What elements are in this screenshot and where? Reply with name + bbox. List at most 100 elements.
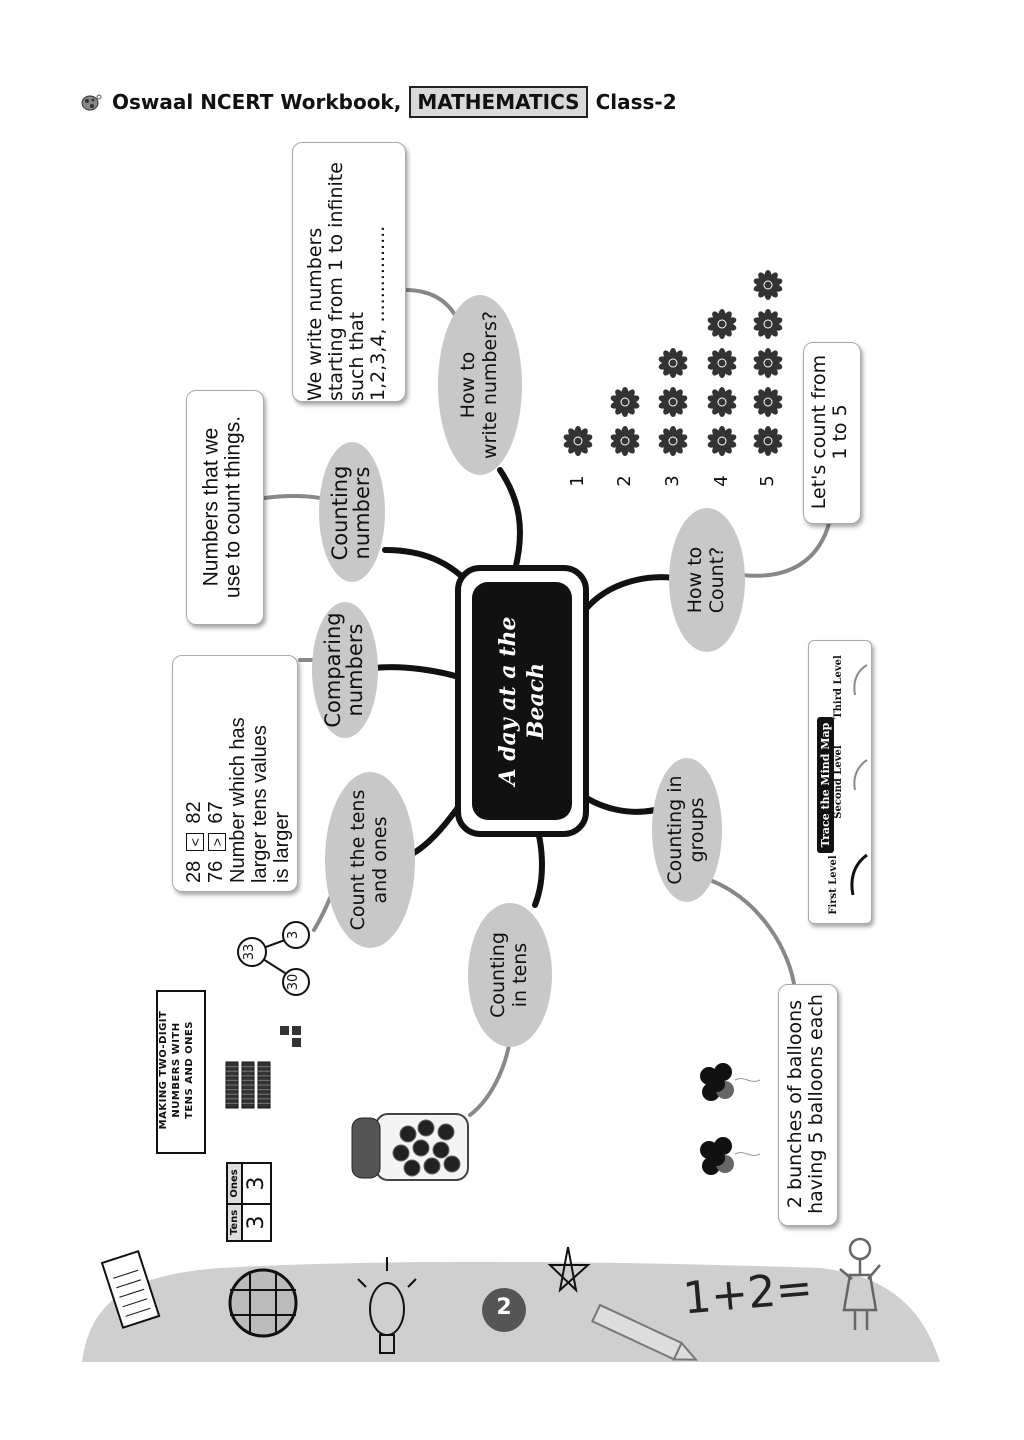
tree-root: 33 (242, 943, 257, 961)
oval-counting-numbers (319, 442, 385, 582)
label-line: Count? (706, 546, 728, 614)
tens-ones-table: Tens Ones 3 3 (226, 1162, 280, 1242)
note-count-1-5: Let's count from 1 to 5 (808, 342, 853, 522)
note-line: such that (346, 311, 368, 401)
page-number-badge (482, 1288, 526, 1332)
label-counting-numbers: Counting numbers (328, 443, 375, 583)
balloon-bunch (700, 1137, 761, 1175)
sign-line: NUMBERS WITH (171, 1022, 182, 1118)
center-node-inner (472, 582, 572, 820)
center-title: A day at a the Beach (494, 601, 550, 801)
label-line: Counting in (664, 775, 686, 885)
sign-line: TENS AND ONES (184, 1021, 195, 1119)
branch-how-to-count (582, 574, 678, 613)
ones-cube (292, 1038, 301, 1047)
label-how-to-count: How to Count? (684, 510, 730, 650)
note-box-count-1-5 (803, 342, 861, 524)
flower-icon (658, 426, 688, 456)
flower-icon (753, 309, 783, 339)
oval-comparing (312, 602, 378, 738)
flower-icon (753, 387, 783, 417)
first-level-stroke (850, 853, 868, 896)
label-line: in tens (509, 942, 531, 1008)
flower-icon (707, 387, 737, 417)
oval-counting-groups (652, 758, 722, 902)
count-number-label: 5 (757, 475, 778, 487)
note-line: having 5 balloons each (805, 994, 827, 1214)
note-line: We write numbers (304, 227, 326, 401)
branch-how-to-write (497, 467, 523, 573)
number-tree (237, 921, 310, 996)
lightbulb-icon (357, 1257, 417, 1354)
brand-title: Oswaal NCERT Workbook, (112, 90, 402, 114)
compare-row-2: 76 > 67 (205, 661, 227, 883)
note-comparing: 28 < 82 76 > 67 Number which has larger … (183, 661, 293, 883)
ones-cube (292, 1026, 301, 1035)
flower-icon (610, 387, 640, 417)
connector-jar (468, 1038, 512, 1117)
label-line: How to (684, 546, 706, 614)
compare-value: 82 (183, 801, 205, 824)
class-label: Class-2 (595, 90, 677, 114)
tree-left: 30 (286, 973, 301, 991)
label-line: Comparing (321, 612, 345, 728)
connector-count-note (740, 518, 832, 578)
flower-icon (707, 309, 737, 339)
label-line: write numbers? (479, 311, 501, 459)
label-line: Counting (328, 465, 352, 561)
note-line: is larger (271, 811, 293, 883)
note-line: Numbers that we (199, 427, 223, 587)
legend-first: First Level (828, 855, 839, 915)
label-counting-groups: Counting in groups (664, 760, 710, 900)
note-box-write-numbers (292, 142, 406, 402)
count-number-label: 3 (662, 475, 683, 487)
flower-icon (707, 348, 737, 378)
tens-rod (241, 1061, 255, 1109)
note-box-comparing (172, 655, 298, 892)
oval-how-to-write (438, 295, 522, 475)
compare-sign-box: < (186, 833, 204, 852)
flower-icon (658, 348, 688, 378)
compare-value: 67 (205, 801, 227, 824)
footer-decorations (100, 1237, 881, 1361)
note-line: 1 to 5 (829, 404, 851, 460)
place-value-sign-text: MAKING TWO-DIGIT NUMBERS WITH TENS AND O… (157, 995, 197, 1145)
flower-icon (658, 387, 688, 417)
flower-icon (610, 426, 640, 456)
notepad-icon (100, 1249, 161, 1329)
pencil-icon (591, 1303, 699, 1361)
legend-title-text: Trace the Mind Map (817, 716, 834, 854)
note-balloons: 2 bunches of balloons having 5 balloons … (784, 984, 829, 1224)
flower-icon (563, 426, 593, 456)
title-line: A day at a the (495, 616, 521, 786)
ladybug-icon (81, 94, 102, 111)
page-header: Oswaal NCERT Workbook, MATHEMATICS Class… (80, 86, 677, 118)
label-line: numbers (343, 623, 367, 717)
note-box-balloons (778, 984, 838, 1226)
compare-value: 76 (205, 860, 227, 883)
flower-icon (753, 426, 783, 456)
flower-icon (707, 426, 737, 456)
compare-sign-box: > (208, 833, 226, 852)
note-box-counting-numbers (186, 390, 264, 625)
note-line: starting from 1 to infinite (325, 162, 347, 401)
note-line: Number which has (227, 717, 249, 883)
count-number-label: 4 (711, 475, 732, 487)
subject-badge: MATHEMATICS (409, 86, 588, 118)
label-line: Counting (487, 932, 509, 1018)
tens-rod (257, 1061, 271, 1109)
label-how-to-write: How to write numbers? (457, 295, 503, 475)
legend-strokes (850, 664, 868, 896)
label-counting-tens: Counting in tens (487, 905, 533, 1045)
note-line: 1,2,3,4, ................ (367, 225, 389, 401)
sign-line: MAKING TWO-DIGIT (158, 1010, 169, 1130)
header-ones: Ones (227, 1163, 242, 1204)
balloon-bunches-icon (700, 1063, 761, 1175)
ones-cube (280, 1026, 289, 1035)
note-counting-numbers: Numbers that we use to count things. (199, 391, 247, 624)
compare-row-1: 28 < 82 (183, 661, 205, 883)
title-line: Beach (523, 662, 549, 740)
label-line: How to (457, 351, 479, 419)
branch-comparing (372, 664, 471, 683)
note-line: Let's count from (808, 354, 830, 510)
